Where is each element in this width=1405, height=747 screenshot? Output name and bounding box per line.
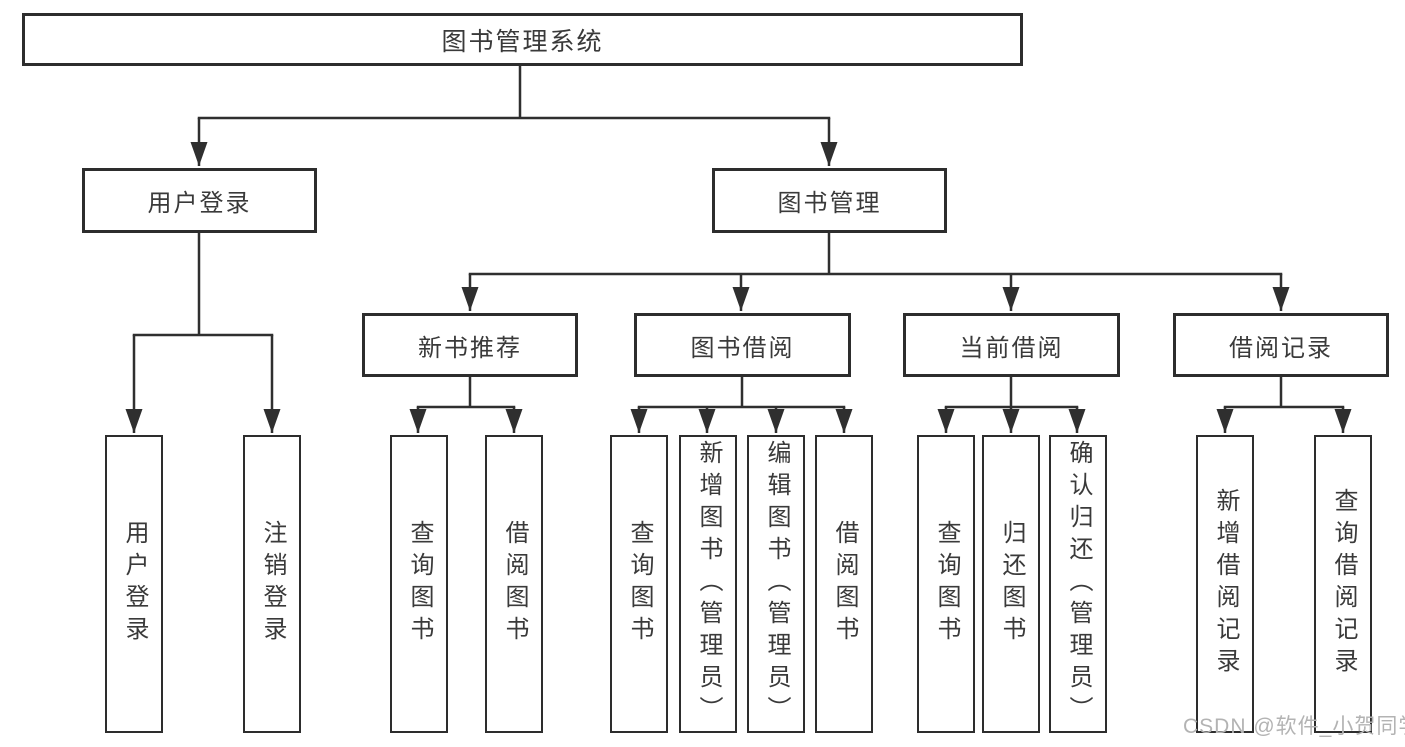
leaf-label: 新增借阅记录	[1212, 488, 1239, 680]
leaf-confirm-return-admin: 确认归还（管理员）	[1049, 435, 1107, 733]
leaf-label: 注销登录	[259, 520, 286, 648]
leaf-label: 查询借阅记录	[1330, 488, 1357, 680]
leaf-query-books-current: 查询图书	[917, 435, 975, 733]
leaf-user-login: 用户登录	[105, 435, 163, 733]
leaf-query-books-borrowing: 查询图书	[610, 435, 668, 733]
leaf-label: 确认归还（管理员）	[1065, 440, 1092, 728]
node-book-management: 图书管理	[712, 168, 947, 233]
csdn-watermark: CSDN @软件_小贺同学	[1183, 715, 1405, 738]
leaf-borrow-books-recommend: 借阅图书	[485, 435, 543, 733]
leaf-add-books-admin: 新增图书（管理员）	[679, 435, 737, 733]
node-library-system: 图书管理系统	[22, 13, 1023, 66]
leaf-logout: 注销登录	[243, 435, 301, 733]
leaf-label: 查询图书	[406, 520, 433, 648]
node-borrowing-records: 借阅记录	[1173, 313, 1389, 377]
leaf-return-books: 归还图书	[982, 435, 1040, 733]
leaf-add-borrow-record: 新增借阅记录	[1196, 435, 1254, 733]
leaf-label: 用户登录	[121, 520, 148, 648]
leaf-edit-books-admin: 编辑图书（管理员）	[747, 435, 805, 733]
node-user-login: 用户登录	[82, 168, 317, 233]
leaf-label: 借阅图书	[501, 520, 528, 648]
leaf-label: 编辑图书（管理员）	[763, 440, 790, 728]
node-current-borrowing: 当前借阅	[903, 313, 1120, 377]
leaf-label: 借阅图书	[831, 520, 858, 648]
leaf-label: 查询图书	[933, 520, 960, 648]
node-book-borrowing: 图书借阅	[634, 313, 851, 377]
leaf-borrow-books-borrowing: 借阅图书	[815, 435, 873, 733]
leaf-label: 查询图书	[626, 520, 653, 648]
leaf-label: 新增图书（管理员）	[695, 440, 722, 728]
leaf-label: 归还图书	[998, 520, 1025, 648]
leaf-query-books-recommend: 查询图书	[390, 435, 448, 733]
leaf-query-borrow-record: 查询借阅记录	[1314, 435, 1372, 733]
node-new-book-recommendation: 新书推荐	[362, 313, 578, 377]
